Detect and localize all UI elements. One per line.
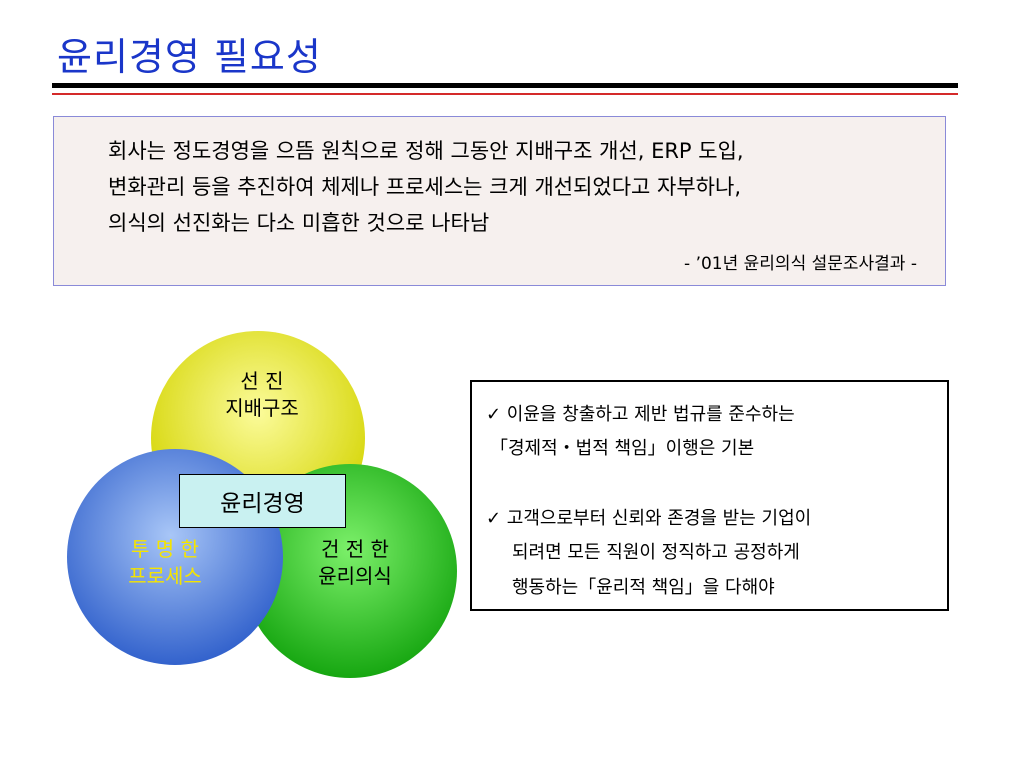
info-box: ✓ 이윤을 창출하고 제반 법규를 준수하는 「경제적・법적 책임」이행은 기본…: [470, 380, 949, 611]
venn-label-left: 투 명 한 프로세스: [128, 537, 202, 588]
info-line: ✓ 이윤을 창출하고 제반 법규를 준수하는: [486, 404, 795, 425]
quote-line: 의식의 선진화는 다소 미흡한 것으로 나타남: [108, 211, 490, 235]
quote-line: 회사는 정도경영을 으뜸 원칙으로 정해 그동안 지배구조 개선, ERP 도입…: [108, 139, 744, 163]
quote-source: - ’01년 윤리의식 설문조사결과 -: [684, 254, 917, 274]
venn-center-box: 윤리경영: [179, 474, 346, 528]
slide-title: 윤리경영 필요성: [57, 35, 322, 79]
info-line: 「경제적・법적 책임」이행은 기본: [490, 438, 755, 459]
quote-line: 변화관리 등을 추진하여 체제나 프로세스는 크게 개선되었다고 자부하나,: [108, 175, 741, 199]
info-line: ✓ 고객으로부터 신뢰와 존경을 받는 기업이: [486, 508, 812, 529]
title-rule-black: [52, 83, 958, 88]
title-rule-red: [52, 93, 958, 95]
venn-label-top: 선 진 지배구조: [225, 369, 299, 420]
info-line: 되려면 모든 직원이 정직하고 공정하게: [512, 542, 800, 563]
quote-box: 회사는 정도경영을 으뜸 원칙으로 정해 그동안 지배구조 개선, ERP 도입…: [53, 116, 946, 286]
venn-label-right: 건 전 한 윤리의식: [318, 537, 392, 588]
info-line: 행동하는「윤리적 책임」을 다해야: [512, 577, 775, 598]
